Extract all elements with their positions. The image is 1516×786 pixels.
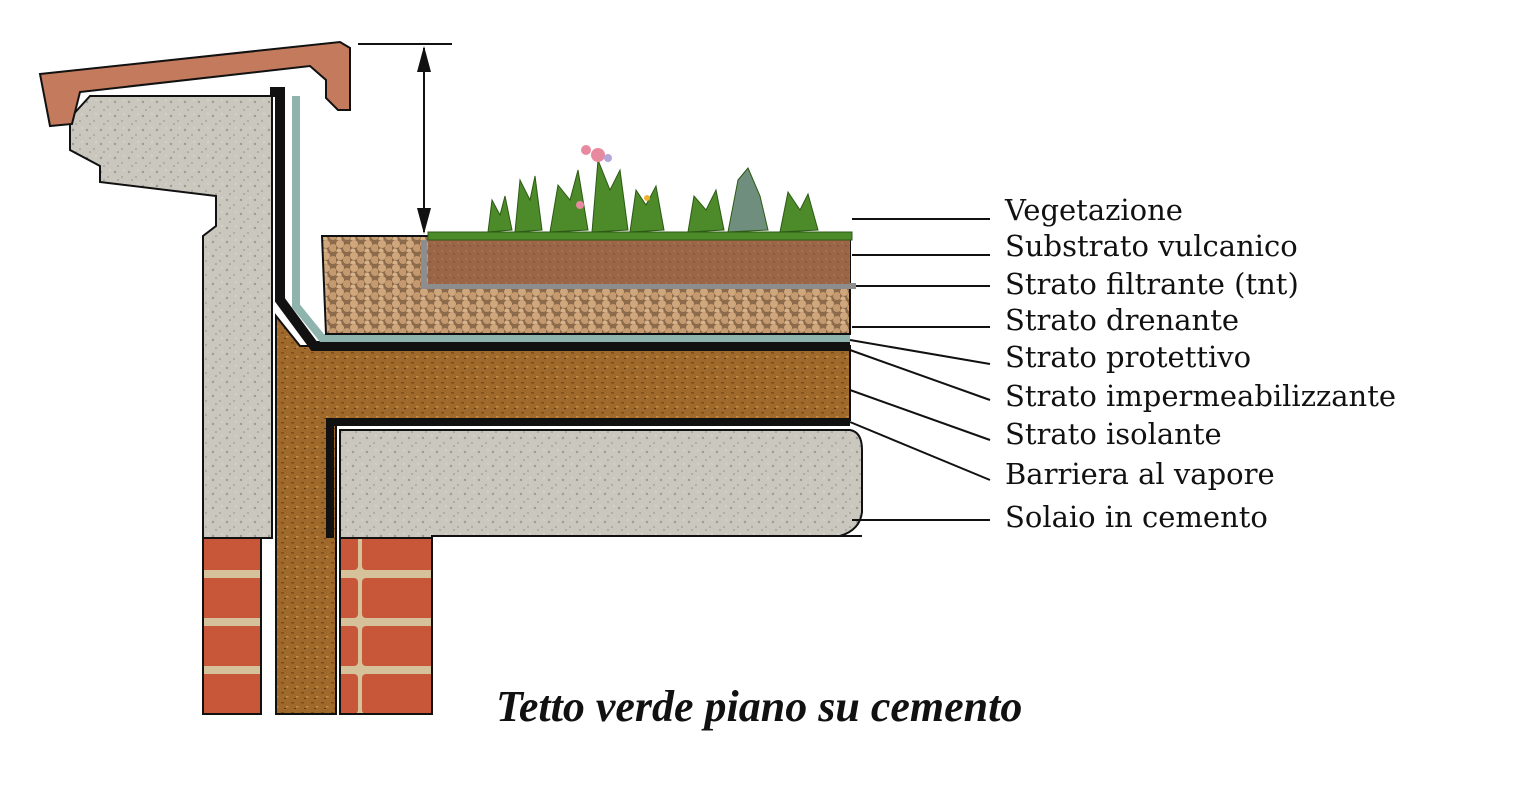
label-strato-protettivo: Strato protettivo [1005, 340, 1252, 374]
label-strato-isolante: Strato isolante [1005, 417, 1222, 451]
vegetation [427, 145, 853, 241]
label-strato-filtrante: Strato filtrante (tnt) [1005, 267, 1299, 301]
concrete-slab [339, 429, 863, 539]
dimension-arrow-up [417, 46, 431, 72]
roof-tile-cap [38, 40, 351, 128]
diagram-caption: Tetto verde piano su cemento [496, 682, 1023, 731]
dimension-arrow-down [417, 208, 431, 234]
vapor-barrier [326, 418, 850, 538]
concrete-parapet [69, 95, 273, 539]
label-solaio-in-cemento: Solaio in cemento [1005, 500, 1268, 534]
label-strato-drenante: Strato drenante [1005, 303, 1240, 337]
label-vegetazione: Vegetazione [1005, 193, 1183, 227]
waterproof-membrane [270, 87, 850, 351]
protective-layer [292, 96, 850, 342]
label-substrato-vulcanico: Substrato vulcanico [1005, 229, 1298, 263]
filter-layer [421, 240, 856, 289]
label-strato-impermeabilizzante: Strato impermeabilizzante [1005, 379, 1397, 413]
leader-lines [432, 218, 991, 537]
brick-wall-left [202, 537, 262, 715]
label-barriera-al-vapore: Barriera al vapore [1005, 457, 1275, 491]
brick-wall-right [339, 537, 433, 715]
substrate-layer [428, 238, 850, 284]
